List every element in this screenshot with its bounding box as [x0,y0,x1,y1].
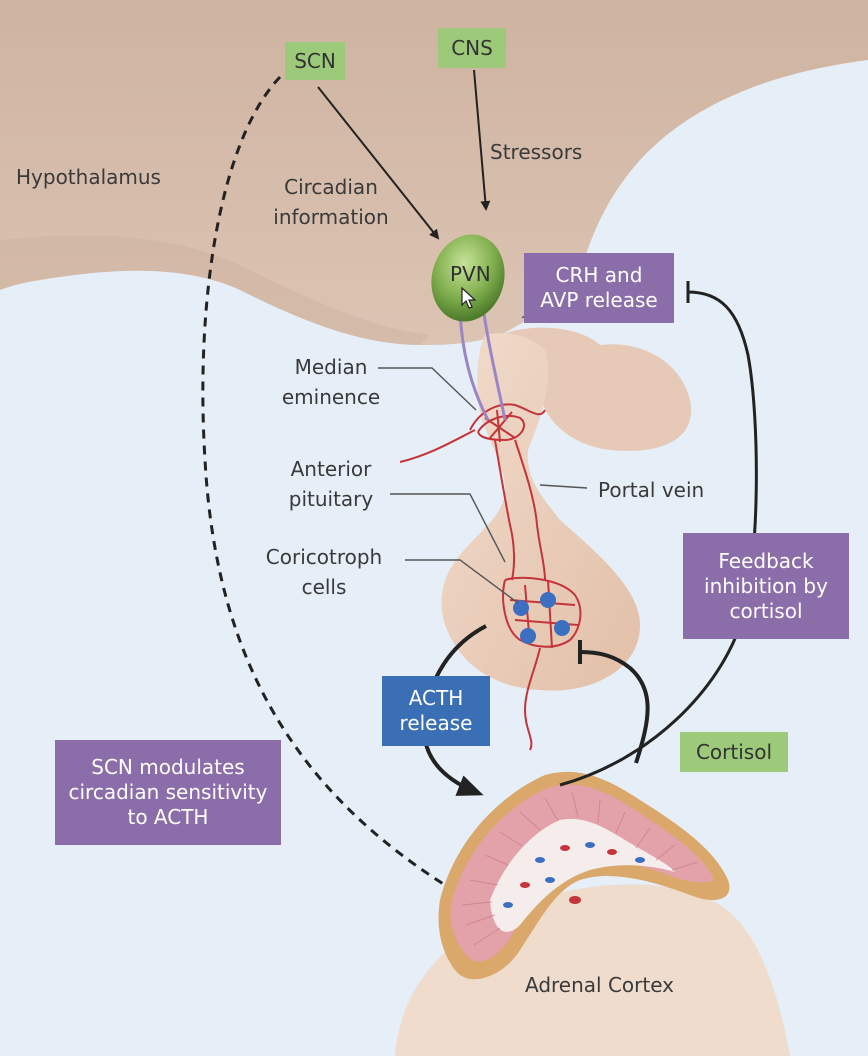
hypothalamus-label: Hypothalamus [16,165,161,189]
acth-release-box: ACTH release [382,676,490,746]
mouse-cursor-icon [461,287,477,309]
circadian-arrow [317,86,440,240]
cortisol-pituitary-inhibition [579,650,650,764]
median-eminence-label: Median eminence [281,355,381,409]
corticotroph-cells-label: Coricotroph cells [265,545,383,599]
posterior-pituitary [500,327,692,451]
scn-modulates-box: SCN modulates circadian sensitivity to A… [55,740,281,845]
cns-tag: CNS [438,28,506,68]
circadian-information-label: Circadian information [273,175,389,229]
hypothalamus-region [0,0,868,345]
adrenal-cortex-label: Adrenal Cortex [525,973,675,997]
pvn-nucleus [431,234,505,322]
leader-lines [378,299,588,604]
scn-tag: SCN [285,42,345,80]
adrenal-striations [461,791,699,946]
stressors-label: Stressors [490,140,583,164]
feedback-inhibition-box: Feedback inhibition by cortisol [683,533,849,639]
adrenal-medulla [490,818,675,932]
pvn-label: PVN [450,262,491,286]
corticotroph-cells [513,592,570,644]
portal-vein-label: Portal vein [598,478,705,502]
adrenal-medulla-cells [503,842,645,908]
hypothalamus-shading [0,235,430,345]
stressors-arrow [473,69,491,211]
portal-vessels [399,403,582,751]
anterior-pituitary-label: Anterior pituitary [288,457,374,511]
cortisol-tag: Cortisol [680,732,788,772]
crh-avp-release-box: CRH and AVP release [524,253,674,323]
